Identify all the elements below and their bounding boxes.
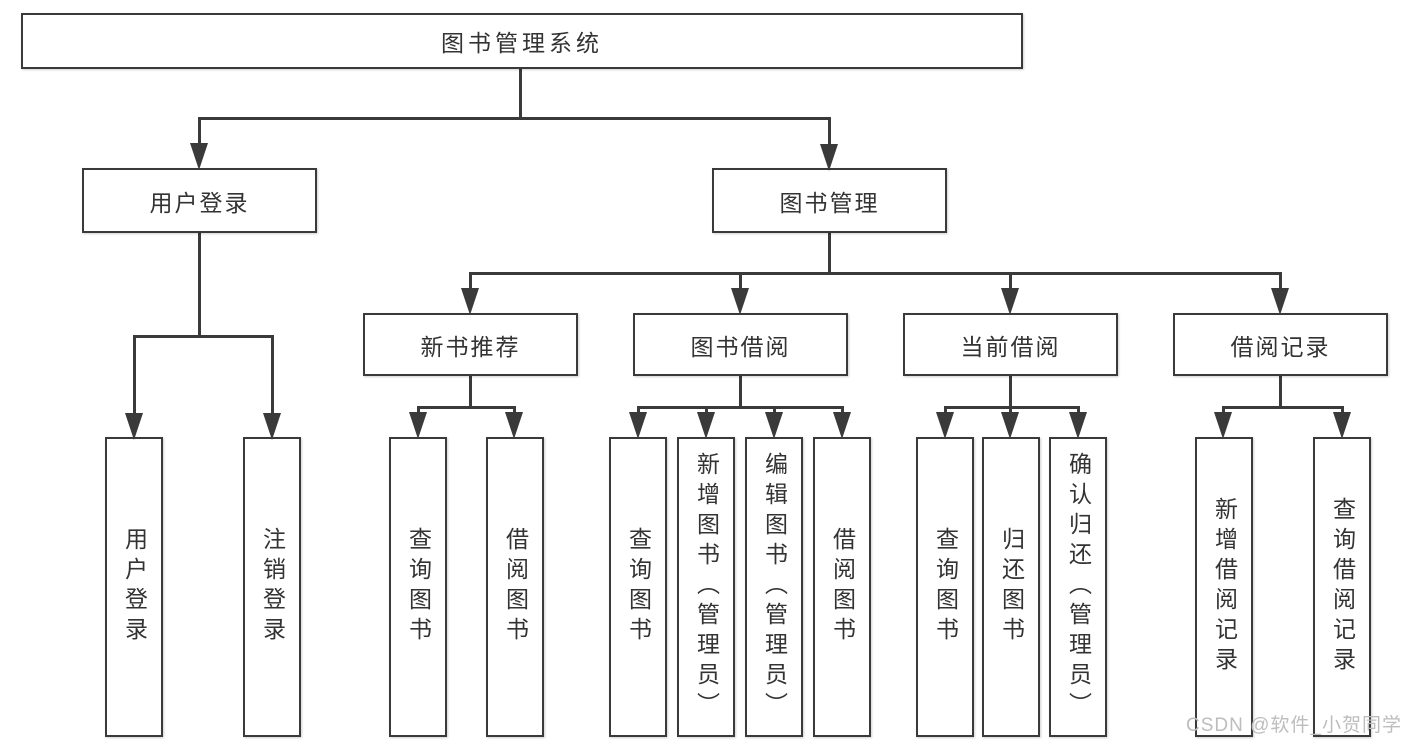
connector-line (841, 406, 844, 415)
arrow-down-icon (461, 288, 479, 315)
node-library-system: 图书管理系统 (21, 13, 1023, 69)
arrow-down-icon (1001, 288, 1019, 315)
arrow-down-icon (1001, 412, 1019, 439)
node-label: 注销登录 (259, 527, 286, 647)
node-label: 图书管理系统 (441, 30, 603, 56)
connector-line (1009, 376, 1012, 408)
arrow-down-icon (505, 412, 523, 439)
arrow-down-icon (936, 412, 954, 439)
arrow-down-icon (263, 413, 281, 440)
leaf-add-books-admin: 新增图书（管理员） (677, 437, 735, 737)
node-label: 新增借阅记录 (1211, 497, 1238, 677)
arrow-down-icon (1069, 412, 1087, 439)
leaf-query-books-current: 查询图书 (916, 437, 974, 737)
leaf-query-borrow-record: 查询借阅记录 (1313, 437, 1371, 737)
connector-line (198, 117, 830, 120)
connector-line (773, 406, 776, 415)
connector-line (1009, 406, 1012, 415)
connector-line (417, 406, 515, 409)
arrow-down-icon (125, 413, 143, 440)
node-label: 查询借阅记录 (1329, 497, 1356, 677)
node-borrow-records: 借阅记录 (1173, 313, 1388, 376)
connector-line (1222, 406, 1343, 409)
arrow-down-icon (765, 412, 783, 439)
node-label: 查询图书 (625, 527, 652, 647)
connector-line (705, 406, 708, 415)
node-label: 用户登录 (149, 189, 250, 216)
leaf-borrow-books: 借阅图书 (813, 437, 871, 737)
leaf-confirm-return-admin: 确认归还（管理员） (1049, 437, 1107, 737)
arrow-down-icon (1271, 288, 1289, 315)
connector-line (1279, 375, 1282, 408)
node-label: 用户登录 (121, 527, 148, 647)
connector-line (944, 406, 1079, 409)
watermark: CSDN @软件_小贺同学 (1186, 715, 1402, 736)
node-label: 新书推荐 (420, 333, 521, 360)
arrow-down-icon (833, 412, 851, 439)
node-label: 当前借阅 (960, 333, 1061, 360)
leaf-borrow-books-recommend: 借阅图书 (486, 437, 544, 737)
arrow-down-icon (820, 144, 838, 171)
connector-line (271, 335, 274, 414)
connector-line (739, 375, 742, 408)
connector-line (417, 406, 420, 415)
node-label: 借阅图书 (829, 527, 856, 647)
node-user-login: 用户登录 (82, 168, 317, 233)
node-new-book-recommend: 新书推荐 (363, 313, 578, 376)
arrow-down-icon (190, 143, 208, 170)
node-label: 归还图书 (998, 527, 1025, 647)
connector-line (469, 375, 472, 408)
leaf-return-books: 归还图书 (982, 437, 1040, 737)
connector-line (944, 406, 947, 415)
connector-line (828, 233, 831, 274)
connector-line (1077, 406, 1080, 415)
node-book-borrowing: 图书借阅 (633, 313, 848, 376)
connector-line (1341, 406, 1344, 415)
leaf-logout: 注销登录 (243, 437, 301, 737)
arrow-down-icon (1333, 412, 1351, 439)
arrow-down-icon (409, 412, 427, 439)
connector-line (133, 335, 136, 414)
connector-line (519, 68, 522, 118)
node-label: 查询图书 (932, 527, 959, 647)
leaf-query-books-recommend: 查询图书 (389, 437, 447, 737)
connector-line (828, 117, 831, 146)
node-label: 查询图书 (405, 527, 432, 647)
arrow-down-icon (1214, 412, 1232, 439)
leaf-user-login: 用户登录 (105, 437, 163, 737)
leaf-add-borrow-record: 新增借阅记录 (1195, 437, 1253, 737)
connector-line (198, 117, 201, 145)
arrow-down-icon (629, 412, 647, 439)
leaf-edit-books-admin: 编辑图书（管理员） (745, 437, 803, 737)
connector-line (637, 406, 640, 415)
connector-line (1279, 272, 1282, 288)
connector-line (198, 231, 201, 337)
connector-line (739, 272, 742, 288)
node-label: 借阅记录 (1230, 333, 1331, 360)
connector-line (469, 272, 1281, 275)
node-book-management: 图书管理 (712, 168, 947, 233)
node-label: 图书借阅 (690, 333, 791, 360)
node-label: 编辑图书（管理员） (761, 452, 788, 722)
node-current-borrowing: 当前借阅 (903, 313, 1118, 376)
connector-line (1009, 272, 1012, 288)
connector-line (1222, 406, 1225, 415)
node-label: 图书管理 (779, 189, 880, 216)
connector-line (133, 335, 273, 338)
node-label: 确认归还（管理员） (1065, 452, 1092, 722)
node-label: 新增图书（管理员） (693, 452, 720, 722)
connector-line (469, 272, 472, 288)
connector-line (637, 406, 843, 409)
arrow-down-icon (697, 412, 715, 439)
leaf-query-books-borrowing: 查询图书 (609, 437, 667, 737)
arrow-down-icon (731, 288, 749, 315)
connector-line (513, 406, 516, 415)
node-label: 借阅图书 (502, 527, 529, 647)
